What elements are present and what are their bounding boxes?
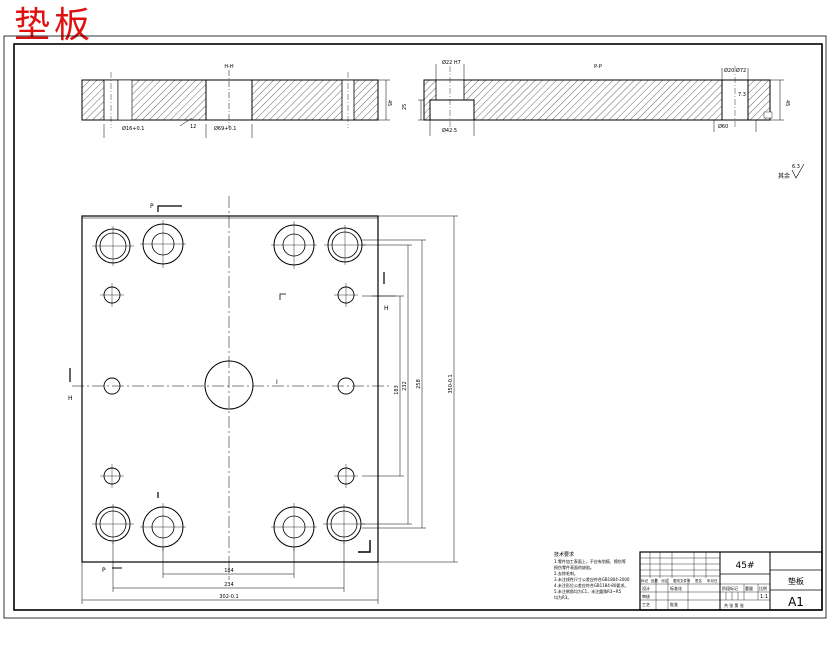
dim-horizontal-inner: 184 <box>224 568 234 574</box>
cut-label-h-left: H <box>68 395 73 402</box>
dim-bottom-right: Ø60 <box>718 123 728 130</box>
notes-heading: 技术要求 <box>554 551 574 558</box>
section-view-right <box>418 64 784 136</box>
dim-thickness-right: 45 <box>784 100 790 106</box>
cut-label-h-right: H <box>384 305 389 312</box>
section-label-left: H-H <box>224 64 234 70</box>
technical-notes: 技术要求 1.零件加工表面上，不应有划痕、擦伤等 损伤零件表面的缺陷。 2.去除… <box>554 551 630 600</box>
title-block-review: 审核 <box>642 593 650 599</box>
notes-line-4: 3.未注线性尺寸公差应符合GB1804-2000 <box>554 576 630 582</box>
title-block-standard: 标准化 <box>670 585 682 591</box>
vertical-dimensions <box>362 215 458 563</box>
title-block-row-label-1: 处数 <box>651 578 659 583</box>
title-block-process: 工艺 <box>642 602 650 607</box>
title-block-weight: 重量 <box>745 585 753 591</box>
notes-line-7: 均为R3。 <box>554 594 571 600</box>
dim-vertical-outer: 258 <box>416 379 422 389</box>
title-block-row-label-2: 分区 <box>661 578 669 583</box>
title-block-sheet-size: A1 <box>788 595 804 609</box>
dim-slot: Ø42.5 <box>442 127 457 134</box>
plan-view <box>69 196 396 580</box>
section-label-right: P-P <box>594 64 602 70</box>
dim-horizontal-total: 302-0.1 <box>219 594 238 600</box>
cut-label-p-top: P <box>150 203 154 210</box>
title-block-stage: 阶段标记 <box>722 585 738 591</box>
dim-depth: 25 <box>402 104 408 110</box>
dim-thickness-left: 45 <box>386 100 392 106</box>
notes-line-5: 4.未注形位公差应符合GB1184-80要求。 <box>554 582 628 588</box>
title-block-ratio: 比例 <box>759 585 767 591</box>
title-block-row-label-3: 更改文件号 <box>673 578 691 583</box>
dim-vertical-total: 350-0.1 <box>448 374 454 393</box>
cut-label-p-bottom: P <box>102 567 106 574</box>
roughness-symbol-icon <box>791 163 805 179</box>
roughness-note: 其余 <box>778 172 790 180</box>
title-block-row-label-0: 标记 <box>641 578 649 583</box>
drawing-title: 垫板 <box>14 5 95 46</box>
dim-small-thk: 12 <box>190 124 196 130</box>
dim-vertical-inner: 183 <box>394 385 400 395</box>
title-block-row-label-5: 年月日 <box>707 578 718 583</box>
dim-top-right: Ø20 Ø72 <box>724 67 746 74</box>
dim-counterbore: Ø22 H7 <box>442 59 461 66</box>
outer-border <box>3 35 827 619</box>
title-block-row-label-4: 签名 <box>695 578 702 583</box>
dim-left-hole: Ø16+0.1 <box>122 125 144 132</box>
center-mark-label: I <box>276 379 278 386</box>
dim-center-bore: Ø69+0.1 <box>214 125 236 132</box>
title-block-material: 45# <box>736 561 755 571</box>
title-block <box>639 551 823 611</box>
title-block-approve: 批准 <box>670 601 678 607</box>
title-block-sheets: 共 张 第 张 <box>724 602 744 608</box>
dim-horizontal-mid: 234 <box>224 582 234 588</box>
roughness-value: 6.3 <box>792 164 800 170</box>
title-block-part-name: 垫板 <box>788 576 804 586</box>
dim-tag-small: 7.3 <box>738 92 746 98</box>
dim-vertical-mid: 232 <box>402 381 408 391</box>
title-block-design: 设计 <box>642 585 650 591</box>
notes-line-3: 2.去除毛刺。 <box>554 570 578 576</box>
title-block-scale: 1:1 <box>760 594 768 600</box>
section-view-left <box>81 70 390 138</box>
notes-line-1: 1.零件加工表面上，不应有划痕、擦伤等 <box>554 558 626 564</box>
horizontal-dimensions <box>81 542 379 604</box>
notes-line-2: 损伤零件表面的缺陷。 <box>554 564 594 570</box>
notes-line-6: 5.未注倒角均为C1，未注圆角R3~R5 <box>554 588 622 594</box>
inner-frame <box>13 43 823 611</box>
